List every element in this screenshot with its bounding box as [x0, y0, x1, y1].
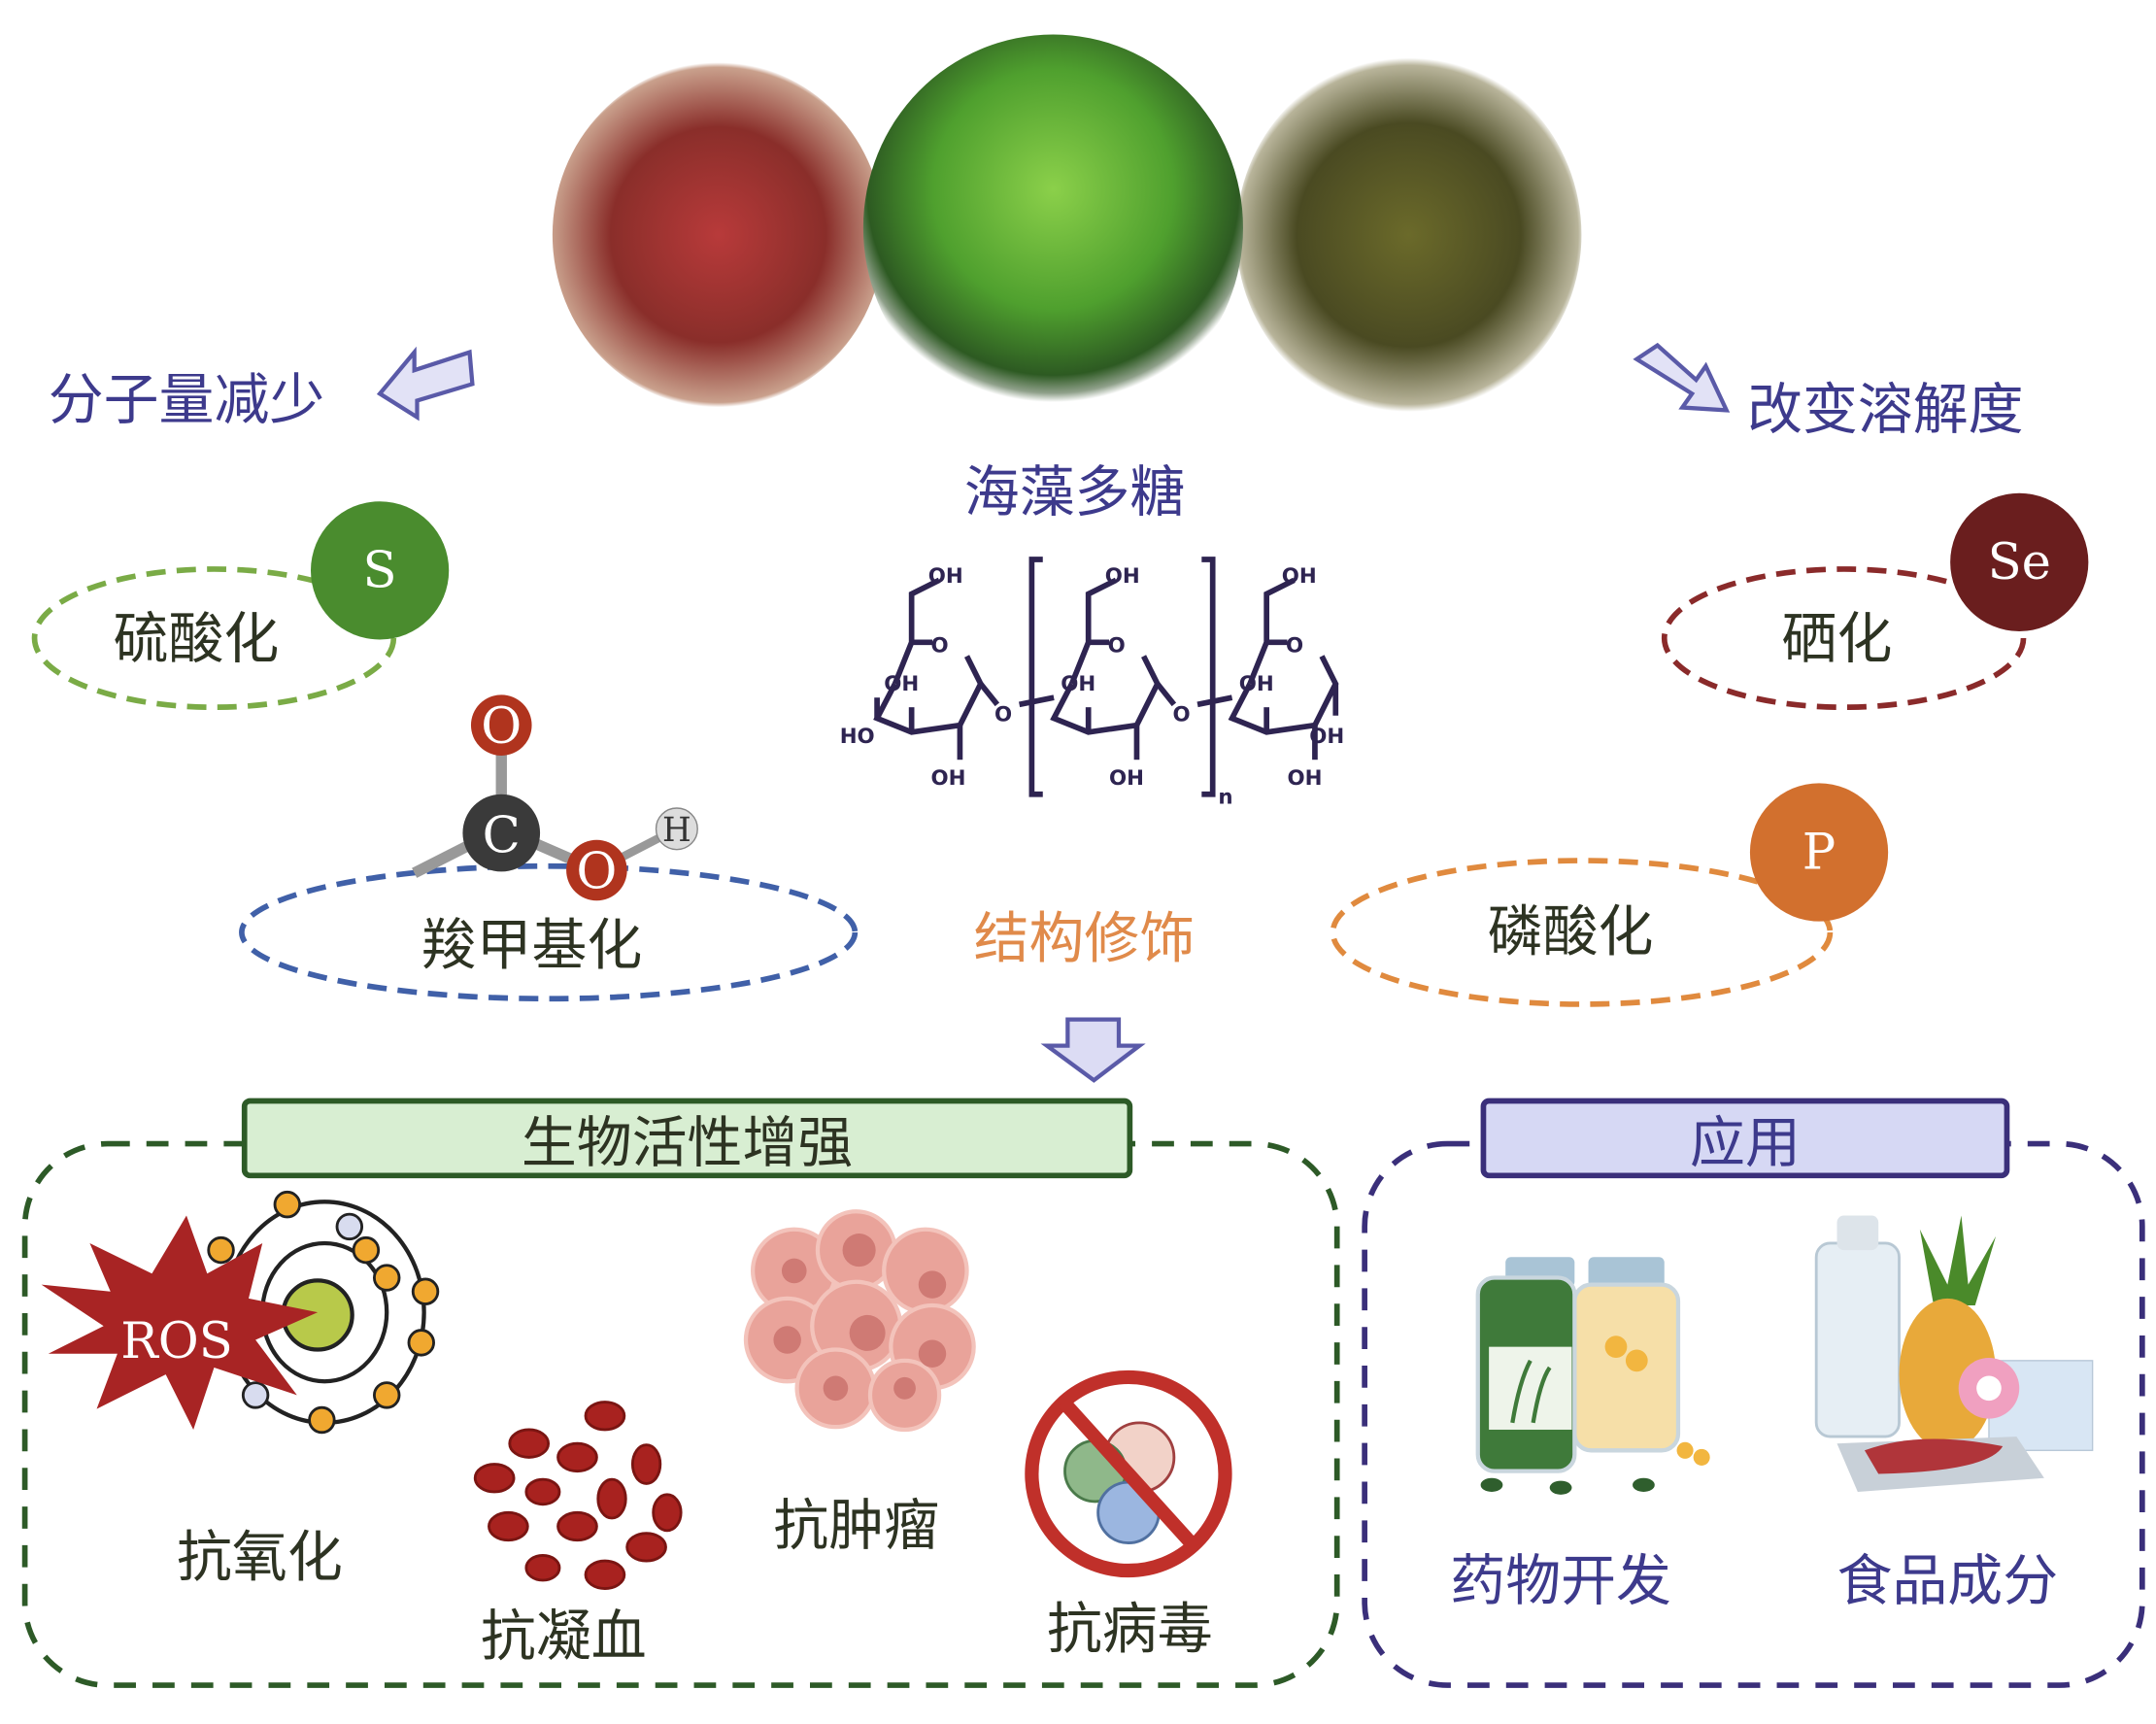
- oh-label: OH: [1282, 564, 1317, 589]
- ring-oxygen-label: O: [1286, 633, 1303, 658]
- oh-label: OH: [931, 766, 966, 791]
- antivirus-icon: [1025, 1369, 1232, 1578]
- ring-oxygen-label: O: [931, 633, 949, 658]
- carboxymethylation-ellipse: [239, 862, 859, 1002]
- repeat-n-label: n: [1218, 786, 1232, 810]
- ho-label: HO: [840, 725, 875, 749]
- selenization-ellipse: [1661, 566, 2027, 711]
- anticoagulant-label: 抗凝血: [480, 1605, 647, 1670]
- application-header: 应用: [1480, 1098, 2010, 1179]
- antiviral-label: 抗病毒: [1047, 1598, 1213, 1662]
- hollow-arrow-left-icon: [376, 346, 475, 422]
- carbon-atom-label: C: [483, 806, 521, 864]
- selenium-atom: Se: [1950, 492, 2089, 631]
- oh-label: OH: [1287, 766, 1322, 791]
- selenization-label: 硒化: [1781, 607, 1893, 672]
- sulfur-atom: S: [310, 501, 450, 640]
- oh-label: OH: [1239, 672, 1274, 696]
- bioactivity-title: 生物活性增强: [521, 1111, 854, 1176]
- antioxidant-label: 抗氧化: [177, 1526, 343, 1590]
- oh-label: OH: [1105, 564, 1140, 589]
- oh-label: OH: [1309, 725, 1344, 749]
- molecular-weight-reduction-label: 分子量减少: [48, 368, 325, 433]
- phosphorus-atom: P: [1749, 783, 1889, 922]
- structural-modification-label: 结构修饰: [973, 907, 1196, 971]
- application-title: 应用: [1690, 1111, 1801, 1176]
- application-box: [1362, 1140, 2145, 1688]
- antitumor-label: 抗肿瘤: [773, 1494, 940, 1559]
- carboxymethylation-label: 羧甲基化: [421, 914, 643, 978]
- food-ingredient-label: 食品成分: [1836, 1549, 2059, 1614]
- page-title: 海藻多糖: [963, 461, 1186, 525]
- oh-label: OH: [1109, 766, 1144, 791]
- brown-seaweed-photo: [1235, 54, 1582, 415]
- green-seaweed-photo: [862, 34, 1243, 422]
- glycosidic-oxygen-label: O: [1172, 702, 1190, 727]
- hydrogen-atom-label: H: [662, 811, 691, 850]
- ros-antioxidant-icon: ROS: [41, 1190, 440, 1435]
- glycosidic-oxygen-label: O: [994, 702, 1012, 727]
- ros-label: ROS: [120, 1312, 233, 1370]
- oh-label: OH: [1061, 672, 1095, 696]
- polysaccharide-structure: OH OH OH O O O OH OH OH O O HO OH OH OH …: [840, 557, 1344, 810]
- medicine-bottles-icon: [1475, 1257, 1710, 1495]
- oh-label: OH: [928, 564, 963, 589]
- bioactivity-header: 生物活性增强: [241, 1098, 1133, 1179]
- oxygen-atom-label: O: [576, 842, 617, 900]
- hollow-arrow-right-icon: [1633, 342, 1731, 413]
- red-blood-cells-icon: [473, 1401, 683, 1590]
- phosphorylation-ellipse: [1330, 858, 1834, 1007]
- drug-development-label: 药物开发: [1450, 1549, 1671, 1614]
- oh-label: OH: [884, 672, 919, 696]
- carboxyl-molecule-icon: O C O H: [412, 694, 698, 900]
- phosphorylation-label: 磷酸化: [1487, 900, 1654, 964]
- sulfation-label: 硫酸化: [113, 607, 280, 672]
- ring-oxygen-label: O: [1108, 633, 1126, 658]
- hollow-arrow-down-icon: [1040, 1017, 1146, 1083]
- food-ingredients-icon: [1814, 1215, 2094, 1492]
- red-seaweed-photo: [552, 61, 885, 408]
- solubility-change-label: 改变溶解度: [1747, 378, 2024, 443]
- tumor-cells-icon: [743, 1209, 976, 1433]
- oxygen-atom-label: O: [481, 697, 522, 756]
